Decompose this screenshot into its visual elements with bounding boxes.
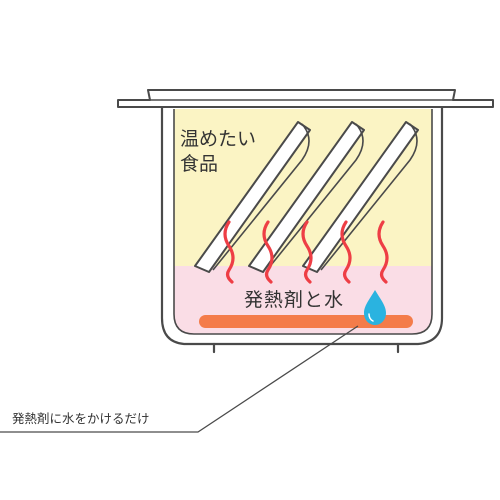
heat-wave-icons — [223, 220, 389, 284]
water-drop-highlight — [368, 313, 374, 322]
heat-wave-icon — [262, 220, 274, 284]
heating-pad — [199, 315, 413, 328]
heat-wave-icon — [377, 220, 389, 284]
caption-label: 発熱剤に水をかけるだけ — [12, 411, 150, 426]
heat-wave-icon — [340, 220, 352, 284]
heating-agent-label: 発熱剤と水 — [244, 289, 344, 311]
container-lid — [117, 89, 494, 108]
heat-wave-icon — [223, 220, 235, 284]
container-outer-wall — [160, 102, 444, 346]
food-tray — [248, 121, 365, 273]
food-label-line2: 食品 — [180, 153, 218, 175]
food-label-line1: 温めたい — [180, 128, 256, 150]
leader-line — [0, 325, 359, 433]
food-tray — [302, 121, 419, 273]
heat-wave-icon — [301, 220, 313, 284]
container-inner-wall — [173, 109, 433, 335]
